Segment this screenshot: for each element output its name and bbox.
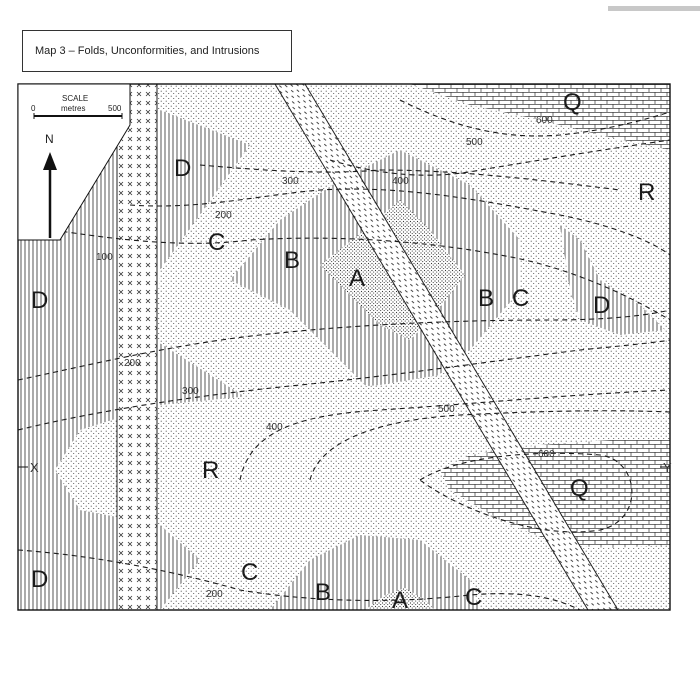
contour-300-mid <box>18 339 670 431</box>
unit-d-east <box>560 225 665 335</box>
label-a-upper: A <box>349 265 365 292</box>
map-title: Map 3 – Folds, Unconformities, and Intru… <box>22 30 292 72</box>
contour-200-lower <box>18 549 581 610</box>
label-q-north: Q <box>563 89 582 116</box>
label-c-east: C <box>512 285 529 312</box>
unit-b-lower <box>270 535 480 610</box>
label-d-west: D <box>31 287 48 314</box>
label-c-lower: C <box>241 559 258 586</box>
contour-500-upper <box>399 99 670 137</box>
contour-label-600-north: 600 <box>536 115 553 126</box>
window-scrollbar <box>608 6 700 11</box>
unit-q-east <box>440 440 670 548</box>
contour-500-mid <box>309 410 670 481</box>
contour-label-200-west: 200 <box>124 358 141 369</box>
scale-max: 500 <box>108 104 122 113</box>
scale-unit: metres <box>61 104 85 113</box>
label-d-east: D <box>593 292 610 319</box>
contour-label-400-north: 400 <box>392 176 409 187</box>
label-r-center: R <box>202 457 219 484</box>
scale-heading: SCALE <box>62 94 88 103</box>
dyke-diagonal <box>274 84 619 610</box>
contour-300-upper <box>199 164 621 191</box>
label-b-lower: B <box>315 579 331 606</box>
north-arrow-icon <box>43 152 57 238</box>
contour-400-upper <box>329 139 670 176</box>
unit-r-band <box>55 340 670 610</box>
section-label-y: Y <box>663 460 672 475</box>
contour-400-mid <box>239 389 670 481</box>
contour-label-500-north: 500 <box>466 137 483 148</box>
contour-200-upper <box>129 188 670 256</box>
contour-label-100: 100 <box>96 252 113 263</box>
contour-label-200-north: 200 <box>215 210 232 221</box>
legend-panel <box>17 83 131 241</box>
map-frame <box>17 83 671 611</box>
contour-label-200-south: 200 <box>206 589 223 600</box>
dyke-vertical <box>116 84 158 610</box>
contour-label-300-north: 300 <box>282 176 299 187</box>
north-label: N <box>45 132 54 146</box>
contour-600-east <box>419 452 633 533</box>
label-c-lower-east: C <box>465 584 482 611</box>
section-label-x: X <box>30 460 39 475</box>
contour-200-mid <box>18 309 670 381</box>
contour-100 <box>18 224 670 321</box>
unit-q-north <box>410 84 670 150</box>
label-a-lower: A <box>392 587 408 614</box>
contour-label-400-mid: 400 <box>266 422 283 433</box>
label-d-upper: D <box>174 155 191 182</box>
contour-label-300-mid: 300 <box>182 386 199 397</box>
label-q-east: Q <box>570 475 589 502</box>
contour-label-500-mid: 500 <box>438 404 455 415</box>
scale-min: 0 <box>31 104 36 113</box>
map-title-text: Map 3 – Folds, Unconformities, and Intru… <box>35 45 260 57</box>
unit-a-lower <box>365 588 435 610</box>
label-c-upper: C <box>208 229 225 256</box>
label-b-upper: B <box>284 247 300 274</box>
label-b-east: B <box>478 285 494 312</box>
label-r-east: R <box>638 179 655 206</box>
contour-label-600-east: 600 <box>538 449 555 460</box>
label-d-lower: D <box>31 566 48 593</box>
